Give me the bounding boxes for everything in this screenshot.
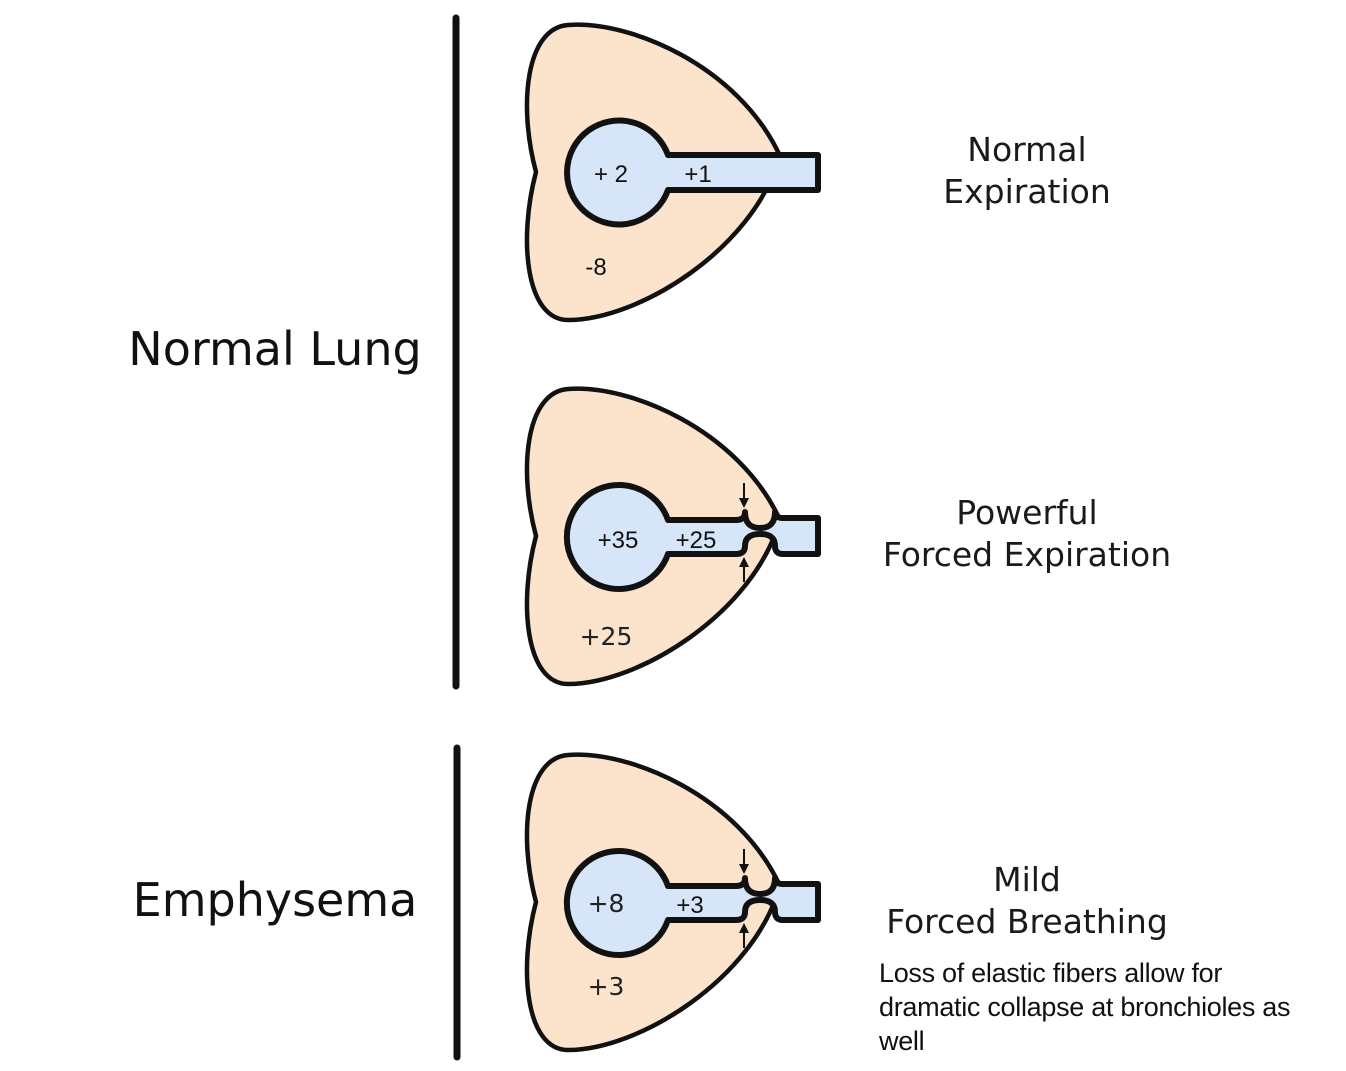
airway-pressure: +1	[684, 161, 711, 188]
caption-mild-forced-breathing-line1: Mild	[993, 860, 1061, 899]
alveolus-airway-compressed	[563, 482, 821, 592]
panel-mild-forced-breathing: +8 +3 +3	[527, 755, 821, 1050]
alveolar-pressure: +8	[588, 889, 625, 918]
caption-powerful-forced-expiration-line2: Forced Expiration	[883, 535, 1171, 574]
alveolar-pressure: +35	[598, 527, 639, 554]
compression-arrow-bottom-head	[739, 923, 749, 933]
airway-pressure: +25	[676, 527, 717, 554]
alveolar-pressure: + 2	[594, 161, 628, 188]
pleural-pressure: +25	[580, 622, 633, 651]
group-label-emphysema: Emphysema	[133, 873, 418, 927]
compression-arrow-top-head	[739, 498, 749, 508]
caption-powerful-forced-expiration-line1: Powerful	[956, 493, 1097, 532]
compression-arrow-bottom-head	[739, 557, 749, 567]
caption-mild-forced-breathing-line2: Forced Breathing	[886, 902, 1168, 941]
pleural-pressure: +3	[588, 972, 625, 1001]
alveolus-airway-compressed	[563, 848, 821, 958]
panel-normal-expiration: + 2 +1 -8	[527, 25, 821, 320]
airway-pressure: +3	[676, 892, 703, 919]
panel-powerful-forced-expiration: +35 +25 +25	[527, 389, 821, 684]
emphysema-note: Loss of elastic fibers allow for dramati…	[879, 958, 1291, 1056]
pleural-pressure: -8	[585, 254, 606, 281]
caption-normal-expiration-line2: Expiration	[943, 172, 1111, 211]
compression-arrow-top-head	[739, 864, 749, 874]
caption-normal-expiration-line1: Normal	[967, 130, 1086, 169]
alveolus-airway	[564, 117, 821, 228]
group-label-normal-lung: Normal Lung	[128, 322, 421, 376]
